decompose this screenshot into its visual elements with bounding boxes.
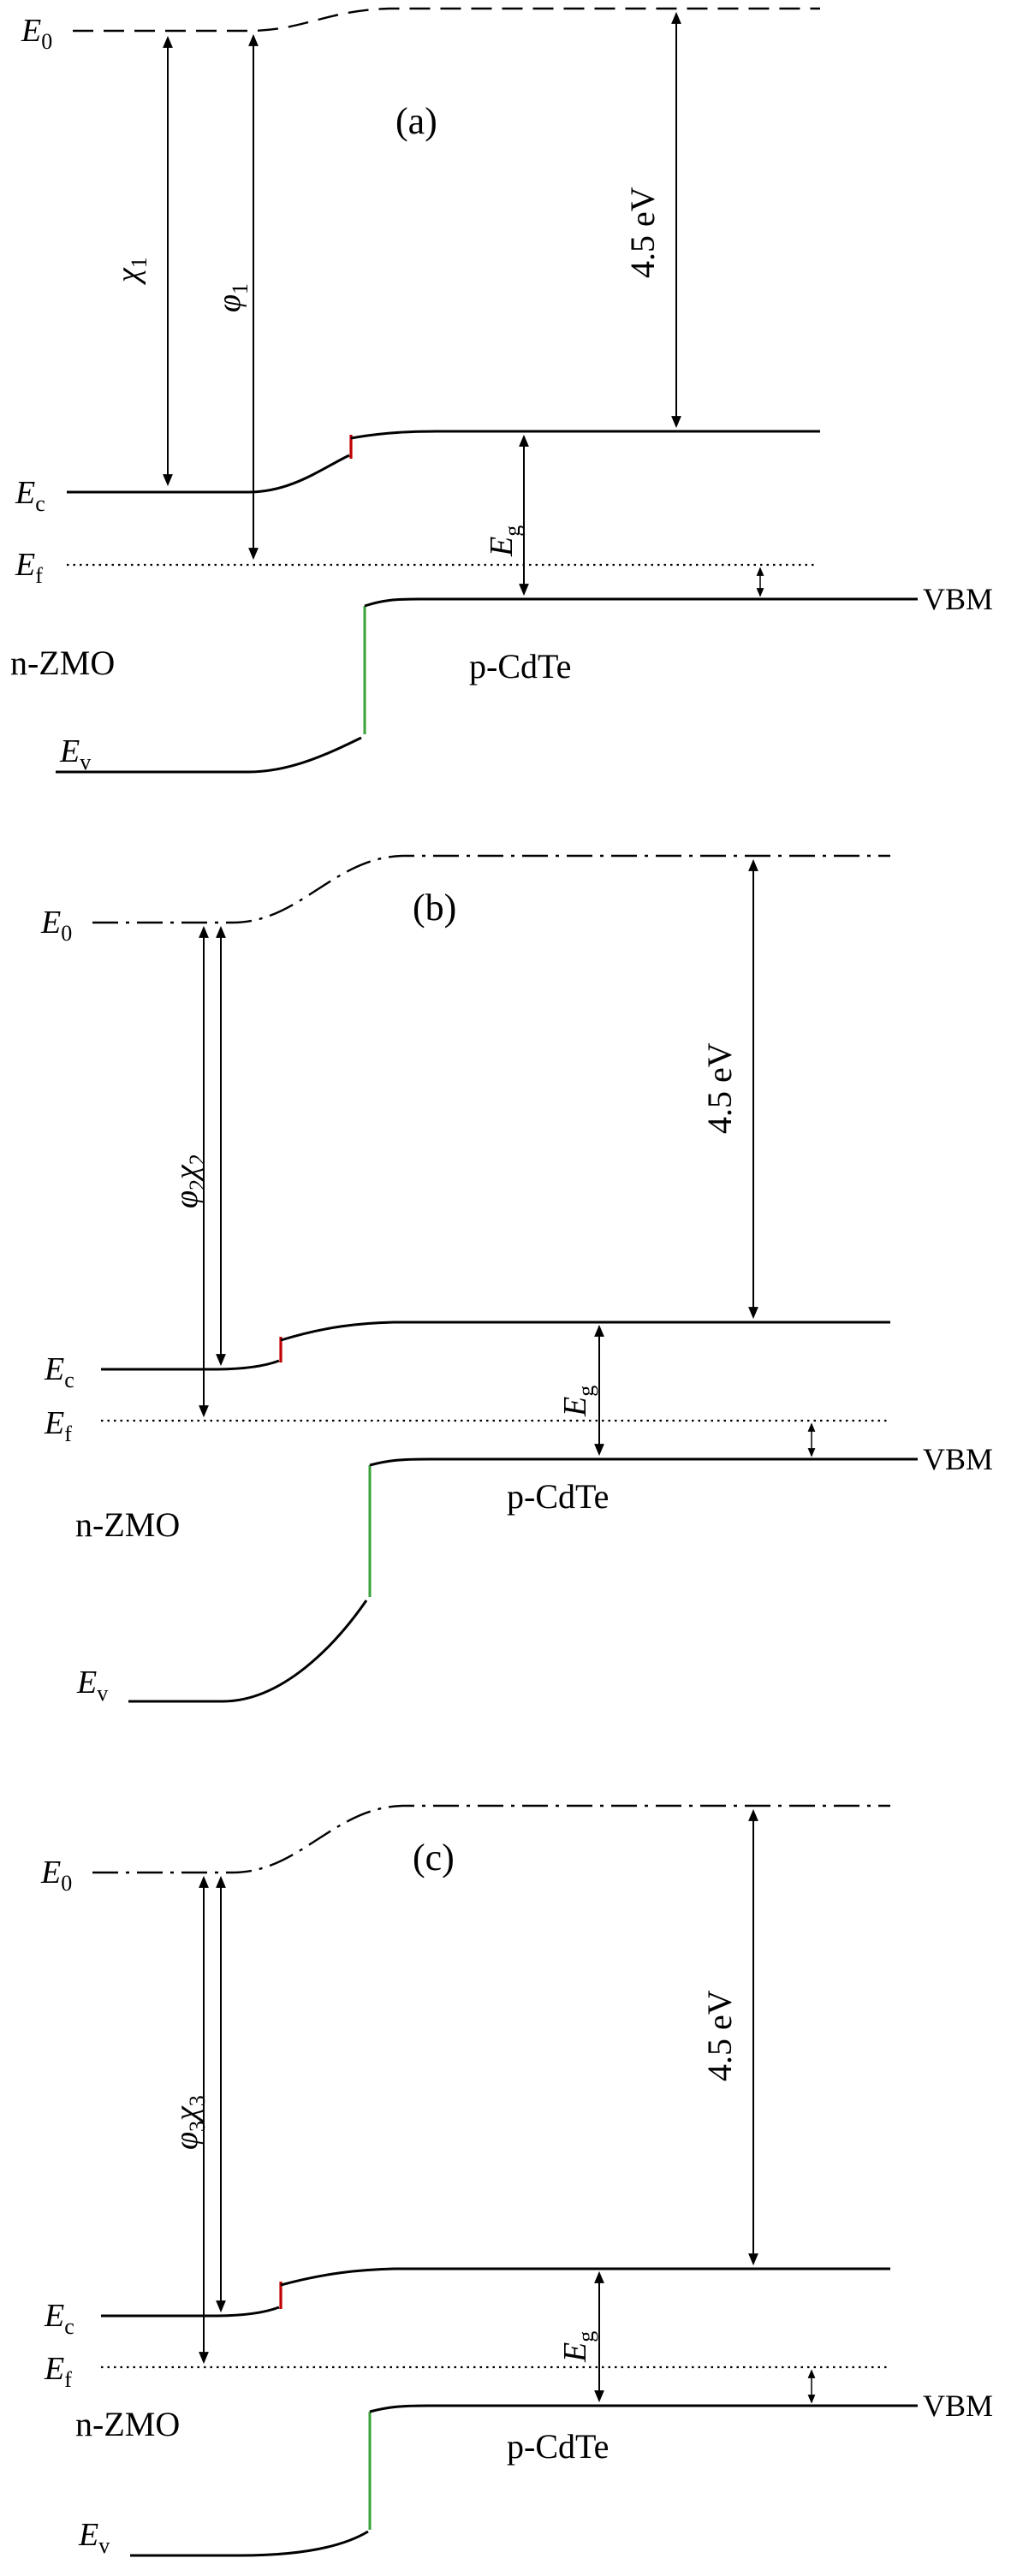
valence-band-left-line — [128, 1600, 368, 1703]
left-material-label: n-ZMO — [75, 2405, 180, 2443]
vacuum-level-label: E0 — [21, 13, 52, 54]
vacuum-offset-label: 4.5 eV — [700, 1042, 739, 1134]
panel-label: (c) — [413, 1837, 455, 1879]
right-material-label: p-CdTe — [469, 647, 571, 686]
right-material-label: p-CdTe — [507, 2427, 609, 2466]
conduction-band-label: Ec — [44, 2298, 74, 2339]
valence-band-left-line — [56, 736, 362, 774]
vacuum-level-label: E0 — [40, 905, 72, 946]
conduction-band-right-line — [350, 430, 820, 440]
vbm-label: VBM — [923, 1442, 993, 1476]
band-gap-label: Eg — [557, 2331, 598, 2363]
valence-band-left-line — [130, 2530, 369, 2557]
vacuum-offset-label: 4.5 eV — [623, 187, 662, 278]
band-gap-label: Eg — [557, 1386, 598, 1417]
valence-band-label: Ev — [76, 1665, 108, 1706]
vacuum-level-line — [73, 7, 820, 33]
conduction-band-left-line — [101, 2306, 280, 2318]
fermi-level-label: Ef — [15, 547, 43, 588]
right-material-label: p-CdTe — [507, 1477, 609, 1516]
valence-band-label: Ev — [59, 733, 91, 775]
vacuum-level-line — [92, 854, 890, 924]
left-material-label: n-ZMO — [10, 644, 115, 682]
conduction-band-label: Ec — [44, 1351, 74, 1392]
fermi-level-label: Ef — [44, 1405, 72, 1446]
work-function-affinity-label: φ3χ3 — [169, 2095, 210, 2150]
panel-c: E0 φ3χ3 (c) 4.5 eV Ec Ef Eg n-ZMO p-CdTe… — [40, 1804, 993, 2558]
fermi-level-label: Ef — [44, 2351, 72, 2392]
panel-b: E0 φ2χ2 (b) 4.5 eV Ec Ef Eg n-ZMO p-CdTe… — [40, 854, 993, 1706]
work-function-label: φ1 — [211, 283, 253, 312]
panel-a: E0 χ1 φ1 (a) 4.5 eV Ec Ef Eg n-ZMO p-CdT… — [10, 7, 993, 775]
panel-label: (b) — [413, 887, 456, 929]
panel-label: (a) — [395, 100, 437, 142]
vbm-label: VBM — [923, 582, 993, 616]
valence-band-label: Ev — [78, 2517, 110, 2558]
conduction-band-right-line — [280, 1321, 890, 1342]
work-function-affinity-label: φ2χ2 — [169, 1154, 210, 1208]
vbm-line — [364, 597, 918, 608]
vacuum-level-label: E0 — [40, 1855, 72, 1896]
vbm-line — [369, 2404, 918, 2413]
conduction-band-left-line — [67, 454, 350, 494]
vbm-line — [369, 1457, 918, 1467]
vbm-label: VBM — [923, 2389, 993, 2423]
electron-affinity-label: χ1 — [110, 257, 152, 286]
left-material-label: n-ZMO — [75, 1505, 180, 1544]
vacuum-offset-label: 4.5 eV — [700, 1990, 739, 2081]
conduction-band-right-line — [280, 2267, 890, 2287]
conduction-band-left-line — [101, 1359, 280, 1371]
conduction-band-label: Ec — [15, 475, 45, 516]
vacuum-level-line — [92, 1804, 890, 1874]
band-gap-label: Eg — [484, 525, 525, 557]
